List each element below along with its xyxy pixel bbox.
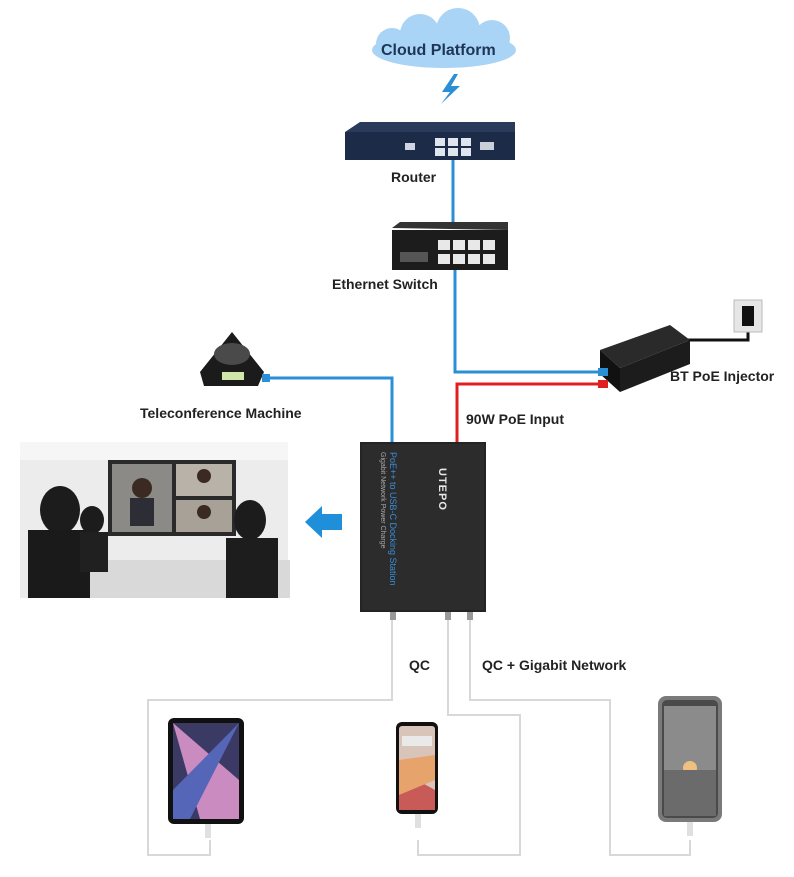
usb-cables <box>147 612 691 856</box>
teleconference-label: Teleconference Machine <box>140 405 302 421</box>
wall-outlet-icon <box>733 299 763 333</box>
switch-injector-cable <box>453 270 598 374</box>
teleconference-device <box>200 332 270 386</box>
lightning-icon <box>441 74 460 104</box>
network-cables <box>268 160 598 447</box>
cloud-platform-label: Cloud Platform <box>381 42 496 59</box>
qc-label: QC <box>409 657 430 673</box>
router-label: Router <box>391 169 437 185</box>
injector-label: BT PoE Injector <box>670 368 775 384</box>
router-device <box>345 122 515 160</box>
arrow-left-icon <box>305 506 342 538</box>
switch-label: Ethernet Switch <box>332 276 438 292</box>
dock-product-subtitle: Gigabit Network Power Charge <box>379 452 386 549</box>
meeting-room-image <box>20 442 290 598</box>
docking-station-device <box>360 442 486 620</box>
switch-device <box>392 222 508 270</box>
cloud-icon <box>372 8 516 68</box>
smartphone-device-2 <box>658 696 722 836</box>
injector-power-cord <box>688 330 750 342</box>
dock-brand: UTEPO <box>436 468 448 511</box>
qc-gigabit-label: QC + Gigabit Network <box>482 657 627 673</box>
dock-product-name: PoE++ to USB-C Docking Station <box>388 452 398 586</box>
teleconf-dock-cable <box>268 376 394 447</box>
smartphone-device <box>396 722 438 828</box>
poe-injector-device <box>598 325 690 392</box>
poe-power-cable <box>455 382 598 445</box>
tablet-device <box>168 718 244 838</box>
poe-input-label: 90W PoE Input <box>466 411 564 427</box>
